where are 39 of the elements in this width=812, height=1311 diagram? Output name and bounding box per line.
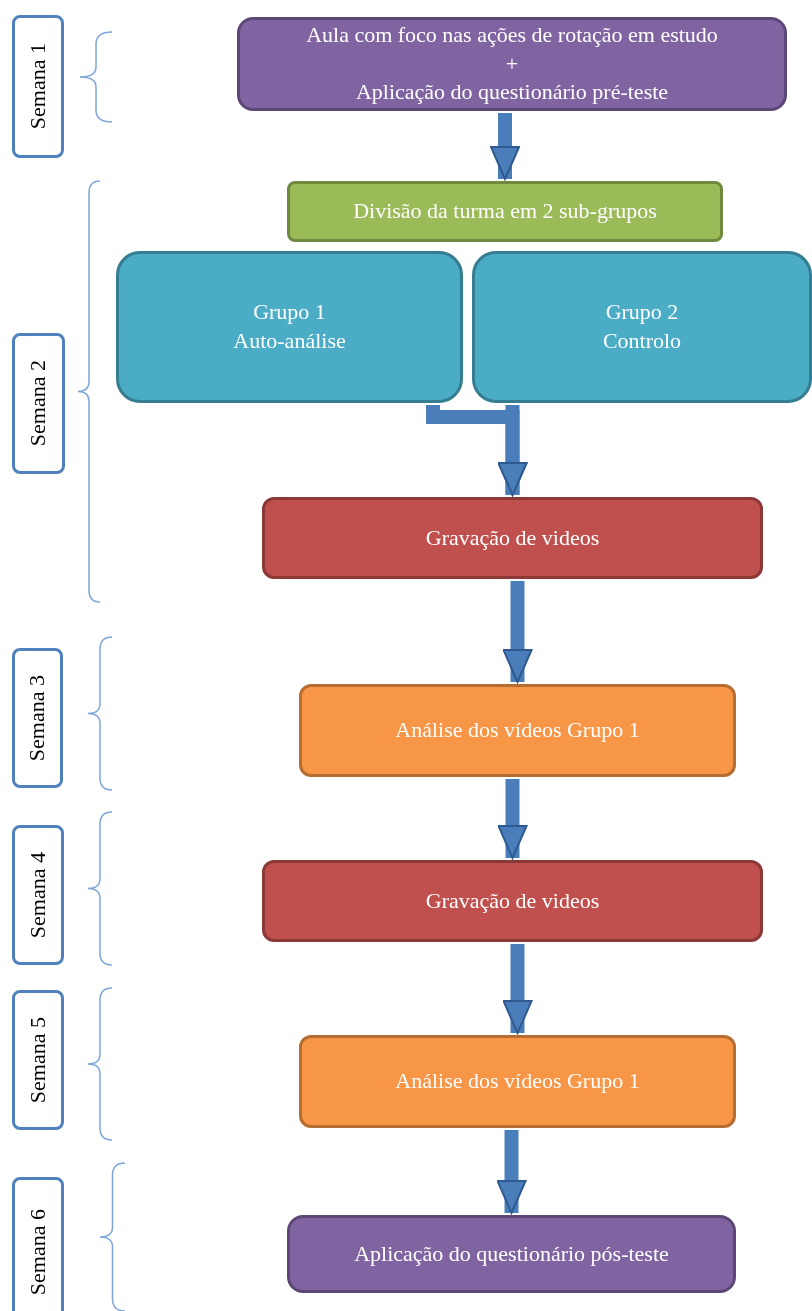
step-text: Divisão da turma em 2 sub-grupos xyxy=(353,197,657,226)
step-text: Grupo 1 xyxy=(253,298,326,327)
step-text: Gravação de videos xyxy=(425,886,600,915)
week-label: Semana 4 xyxy=(23,851,51,939)
week-label: Semana 5 xyxy=(23,1016,51,1104)
week-label-box xyxy=(12,648,63,788)
block-arrow xyxy=(502,581,533,683)
step-box xyxy=(262,497,763,579)
step-text: + xyxy=(505,49,519,78)
week-label-box xyxy=(12,15,64,158)
step-box xyxy=(287,1215,736,1293)
step-text: Aplicação do questionário pós-teste xyxy=(354,1239,669,1268)
group-box xyxy=(116,251,463,403)
week-label-box xyxy=(12,825,64,965)
step-text: Controlo xyxy=(602,327,682,355)
week-label-box xyxy=(12,1177,64,1311)
block-arrow xyxy=(497,405,528,496)
week-label: Semana 6 xyxy=(23,1208,51,1296)
step-text: Grupo 2 xyxy=(605,298,679,327)
step-text: Aula com foco nas ações de rotação em estudo xyxy=(306,21,718,50)
week-label: Semana 2 xyxy=(24,360,52,447)
step-box xyxy=(262,860,763,942)
step-box xyxy=(287,181,723,242)
step-text: Análise dos vídeos Grupo 1 xyxy=(395,716,640,745)
week-label-box xyxy=(12,333,65,474)
week-label: Semana 1 xyxy=(23,43,51,130)
week-label-box xyxy=(12,990,64,1130)
step-text: Gravação de videos xyxy=(425,523,600,552)
step-box xyxy=(237,17,787,111)
group-box xyxy=(472,251,812,403)
block-arrow xyxy=(502,944,533,1034)
week-label: Semana 3 xyxy=(23,674,51,762)
step-text: Auto-análise xyxy=(233,327,346,355)
step-text: Análise dos vídeos Grupo 1 xyxy=(395,1067,640,1096)
block-arrow xyxy=(496,1130,527,1214)
step-text: Aplicação do questionário pré-teste xyxy=(355,78,669,107)
step-box xyxy=(299,1035,736,1128)
block-arrow xyxy=(497,779,528,859)
step-box xyxy=(299,684,736,777)
